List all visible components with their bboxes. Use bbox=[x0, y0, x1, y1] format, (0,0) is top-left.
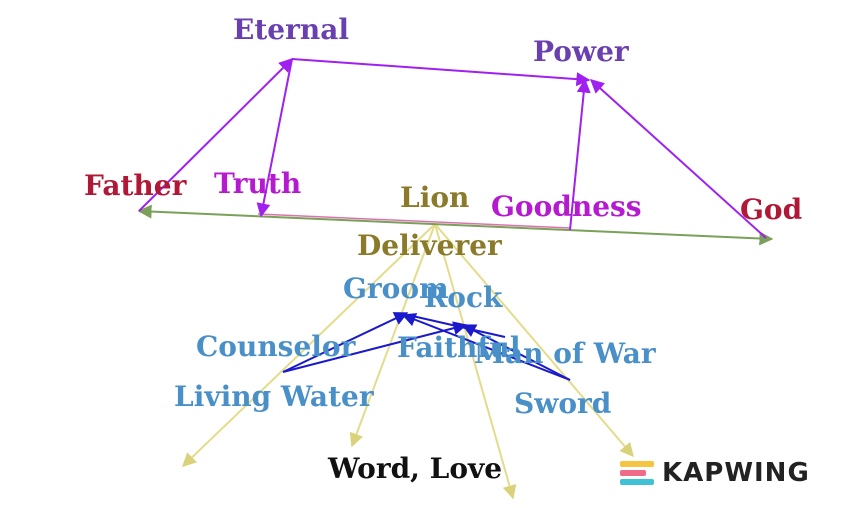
edge-truth-goodness bbox=[257, 213, 571, 229]
edge-goodness-power bbox=[569, 78, 591, 231]
edge-sword-faithful bbox=[461, 324, 571, 381]
node-deliverer: Deliverer bbox=[357, 229, 502, 262]
edge-livingwater-groom bbox=[282, 312, 409, 373]
node-man-of-war: Man of War bbox=[474, 337, 656, 370]
edge-groom-faithful bbox=[407, 314, 506, 338]
edge-god-power bbox=[589, 79, 767, 239]
node-groom: Groom bbox=[343, 272, 449, 305]
node-faithful: Faithful bbox=[397, 331, 521, 364]
edge-eternal-truth bbox=[256, 58, 293, 218]
node-word-love: Word, Love bbox=[328, 452, 503, 485]
node-eternal: Eternal bbox=[233, 13, 349, 46]
edge-livingwater-faithful bbox=[282, 321, 468, 373]
edge-eternal-power bbox=[291, 58, 591, 87]
node-goodness: Goodness bbox=[491, 190, 642, 223]
edge-sword-groom bbox=[401, 313, 571, 381]
edge-lion-down-1 bbox=[181, 223, 436, 467]
node-truth: Truth bbox=[214, 167, 302, 200]
edge-lion-down-4 bbox=[434, 223, 634, 458]
edge-father-eternal bbox=[138, 58, 293, 212]
node-rock: Rock bbox=[424, 281, 503, 314]
node-father: Father bbox=[84, 169, 187, 202]
edge-lion-down-3 bbox=[434, 223, 517, 500]
node-counselor: Counselor bbox=[196, 330, 356, 363]
edge-lion-down-2 bbox=[349, 223, 436, 448]
node-living-water: Living Water bbox=[174, 380, 374, 413]
kapwing-wordmark: KAPWING bbox=[662, 458, 810, 488]
kapwing-logo-icon bbox=[620, 461, 654, 485]
kapwing-watermark: KAPWING bbox=[620, 458, 810, 488]
node-god: God bbox=[740, 193, 803, 226]
edge-father-god bbox=[137, 204, 774, 246]
node-lion: Lion bbox=[400, 181, 470, 214]
node-power: Power bbox=[533, 35, 629, 68]
node-sword: Sword bbox=[514, 387, 612, 420]
